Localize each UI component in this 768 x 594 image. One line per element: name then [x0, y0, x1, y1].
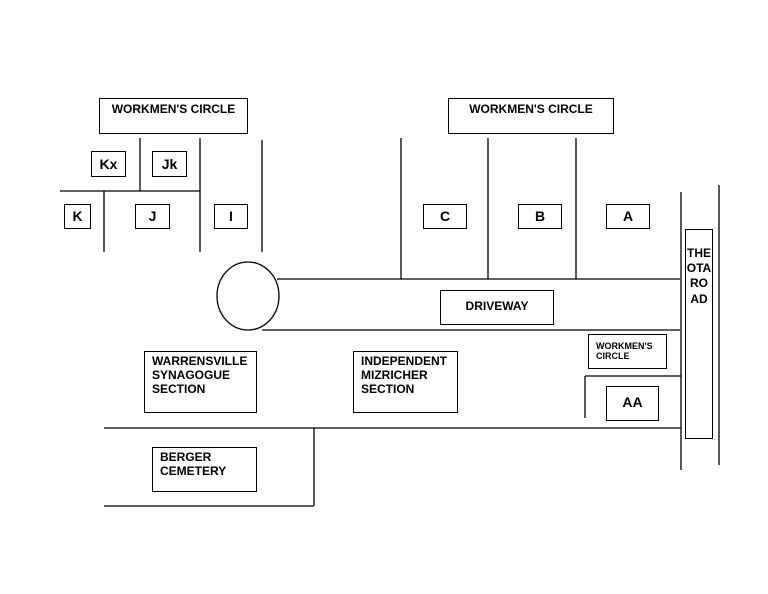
section-warrensville: WARRENSVILLE SYNAGOGUE SECTION: [144, 351, 257, 413]
section-berger-cemetery: BERGER CEMETERY: [152, 447, 257, 492]
section-c: C: [423, 204, 467, 229]
section-k: K: [64, 204, 91, 229]
section-independent-mizricher: INDEPENDENT MIZRICHER SECTION: [353, 351, 458, 413]
turnaround-circle: [216, 261, 280, 331]
section-j: J: [135, 204, 170, 229]
theota-road-label: THEOTA ROAD: [685, 229, 713, 439]
driveway-label: DRIVEWAY: [440, 290, 554, 325]
section-a: A: [606, 204, 650, 229]
section-i: I: [214, 204, 248, 229]
section-jk: Jk: [152, 151, 187, 177]
section-aa: AA: [606, 386, 659, 421]
section-workmens-circle-left: WORKMEN'S CIRCLE: [99, 98, 248, 134]
section-kx: Kx: [91, 151, 126, 177]
section-b: B: [518, 204, 562, 229]
road-name: THEOTA ROAD: [686, 246, 712, 306]
section-workmens-circle-small: WORKMEN'S CIRCLE: [588, 334, 667, 369]
section-workmens-circle-right: WORKMEN'S CIRCLE: [448, 98, 614, 134]
